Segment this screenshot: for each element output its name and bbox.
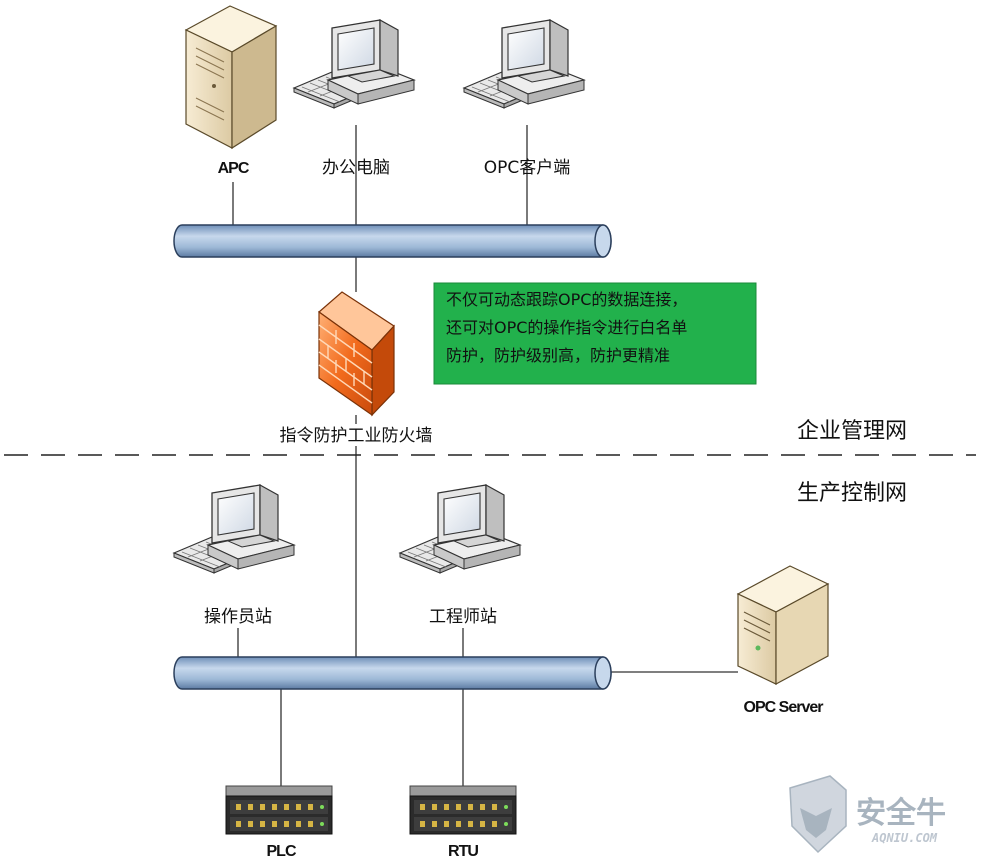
watermark-subtext: AQNIU.COM <box>871 831 938 845</box>
operator-station-pc-icon <box>173 484 295 574</box>
opc-server-icon <box>736 565 830 686</box>
opc-server-label: OPC Server <box>744 699 824 716</box>
office-pc-label: 办公电脑 <box>322 158 390 178</box>
rtu-rack-icon <box>409 785 517 835</box>
firewall-label: 指令防护工业防火墙 <box>280 426 433 446</box>
firewall-icon <box>318 291 395 417</box>
apc-label: APC <box>218 160 250 177</box>
callout-line-1: 不仅可动态跟踪OPC的数据连接， <box>446 290 687 309</box>
shield-logo-face <box>800 808 832 838</box>
callout-line-2: 还可对OPC的操作指令进行白名单 <box>446 318 687 337</box>
engineer-station-label: 工程师站 <box>429 607 497 627</box>
upper-zone-label: 企业管理网 <box>797 419 907 444</box>
plc-label: PLC <box>267 843 297 860</box>
callout-box: 不仅可动态跟踪OPC的数据连接， 还可对OPC的操作指令进行白名单 防护，防护级… <box>433 282 757 385</box>
lower-network-bus <box>173 656 612 690</box>
engineer-station-pc-icon <box>399 484 521 574</box>
apc-server-icon <box>184 5 278 150</box>
connection-lines <box>232 125 738 786</box>
opc-client-label: OPC客户端 <box>484 158 571 178</box>
watermark: 安全牛 AQNIU.COM <box>789 775 946 854</box>
callout-line-3: 防护，防护级别高，防护更精准 <box>446 346 670 365</box>
lower-zone-label: 生产控制网 <box>797 481 907 506</box>
plc-rack-icon <box>225 785 333 835</box>
opc-client-pc-icon <box>463 19 585 109</box>
watermark-text: 安全牛 <box>856 796 946 831</box>
operator-station-label: 操作员站 <box>204 607 272 627</box>
shield-logo-icon <box>789 775 847 854</box>
rtu-label: RTU <box>448 843 478 860</box>
upper-network-bus <box>173 224 612 258</box>
office-pc-icon <box>293 19 415 109</box>
